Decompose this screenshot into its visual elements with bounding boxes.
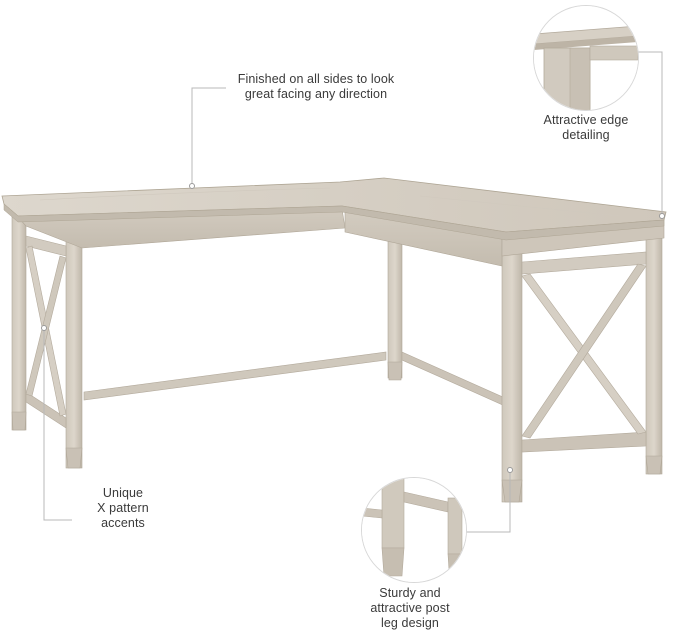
right-x-panel xyxy=(501,223,663,503)
callout-leader-lines xyxy=(43,51,663,533)
callout-edge-detailing: Attractive edge detailing xyxy=(526,113,646,143)
callout-leg-line-1: Sturdy and xyxy=(379,586,441,600)
back-structure xyxy=(83,231,506,407)
leg-detail-closeup xyxy=(362,478,466,582)
edge-detail-closeup xyxy=(534,6,638,110)
callout-x-line-3: accents xyxy=(101,516,145,530)
x-pattern-dot xyxy=(41,325,47,331)
finish-dot xyxy=(189,183,195,189)
callout-finished-line-2: great facing any direction xyxy=(244,87,388,101)
callout-finished-all-sides: Finished on all sides to look great faci… xyxy=(226,72,406,102)
leg-closeup-image xyxy=(362,478,466,582)
callout-x-pattern: Unique X pattern accents xyxy=(78,486,168,531)
desk-top xyxy=(1,177,667,241)
leg-dot xyxy=(507,467,513,473)
edge-closeup-image xyxy=(534,6,638,110)
callout-x-line-2: X pattern xyxy=(97,501,149,515)
callout-edge-line-2: detailing xyxy=(562,128,610,142)
callout-dots xyxy=(41,183,665,473)
front-legs xyxy=(11,361,663,503)
callout-x-line-1: Unique xyxy=(102,486,144,500)
edge-dot xyxy=(659,213,665,219)
callout-post-leg: Sturdy and attractive post leg design xyxy=(355,586,465,631)
callout-finished-line-1: Finished on all sides to look xyxy=(237,72,395,86)
callout-leg-line-2: attractive post xyxy=(370,601,450,615)
callout-leg-line-3: leg design xyxy=(381,616,439,630)
callout-edge-line-1: Attractive edge xyxy=(543,113,629,127)
